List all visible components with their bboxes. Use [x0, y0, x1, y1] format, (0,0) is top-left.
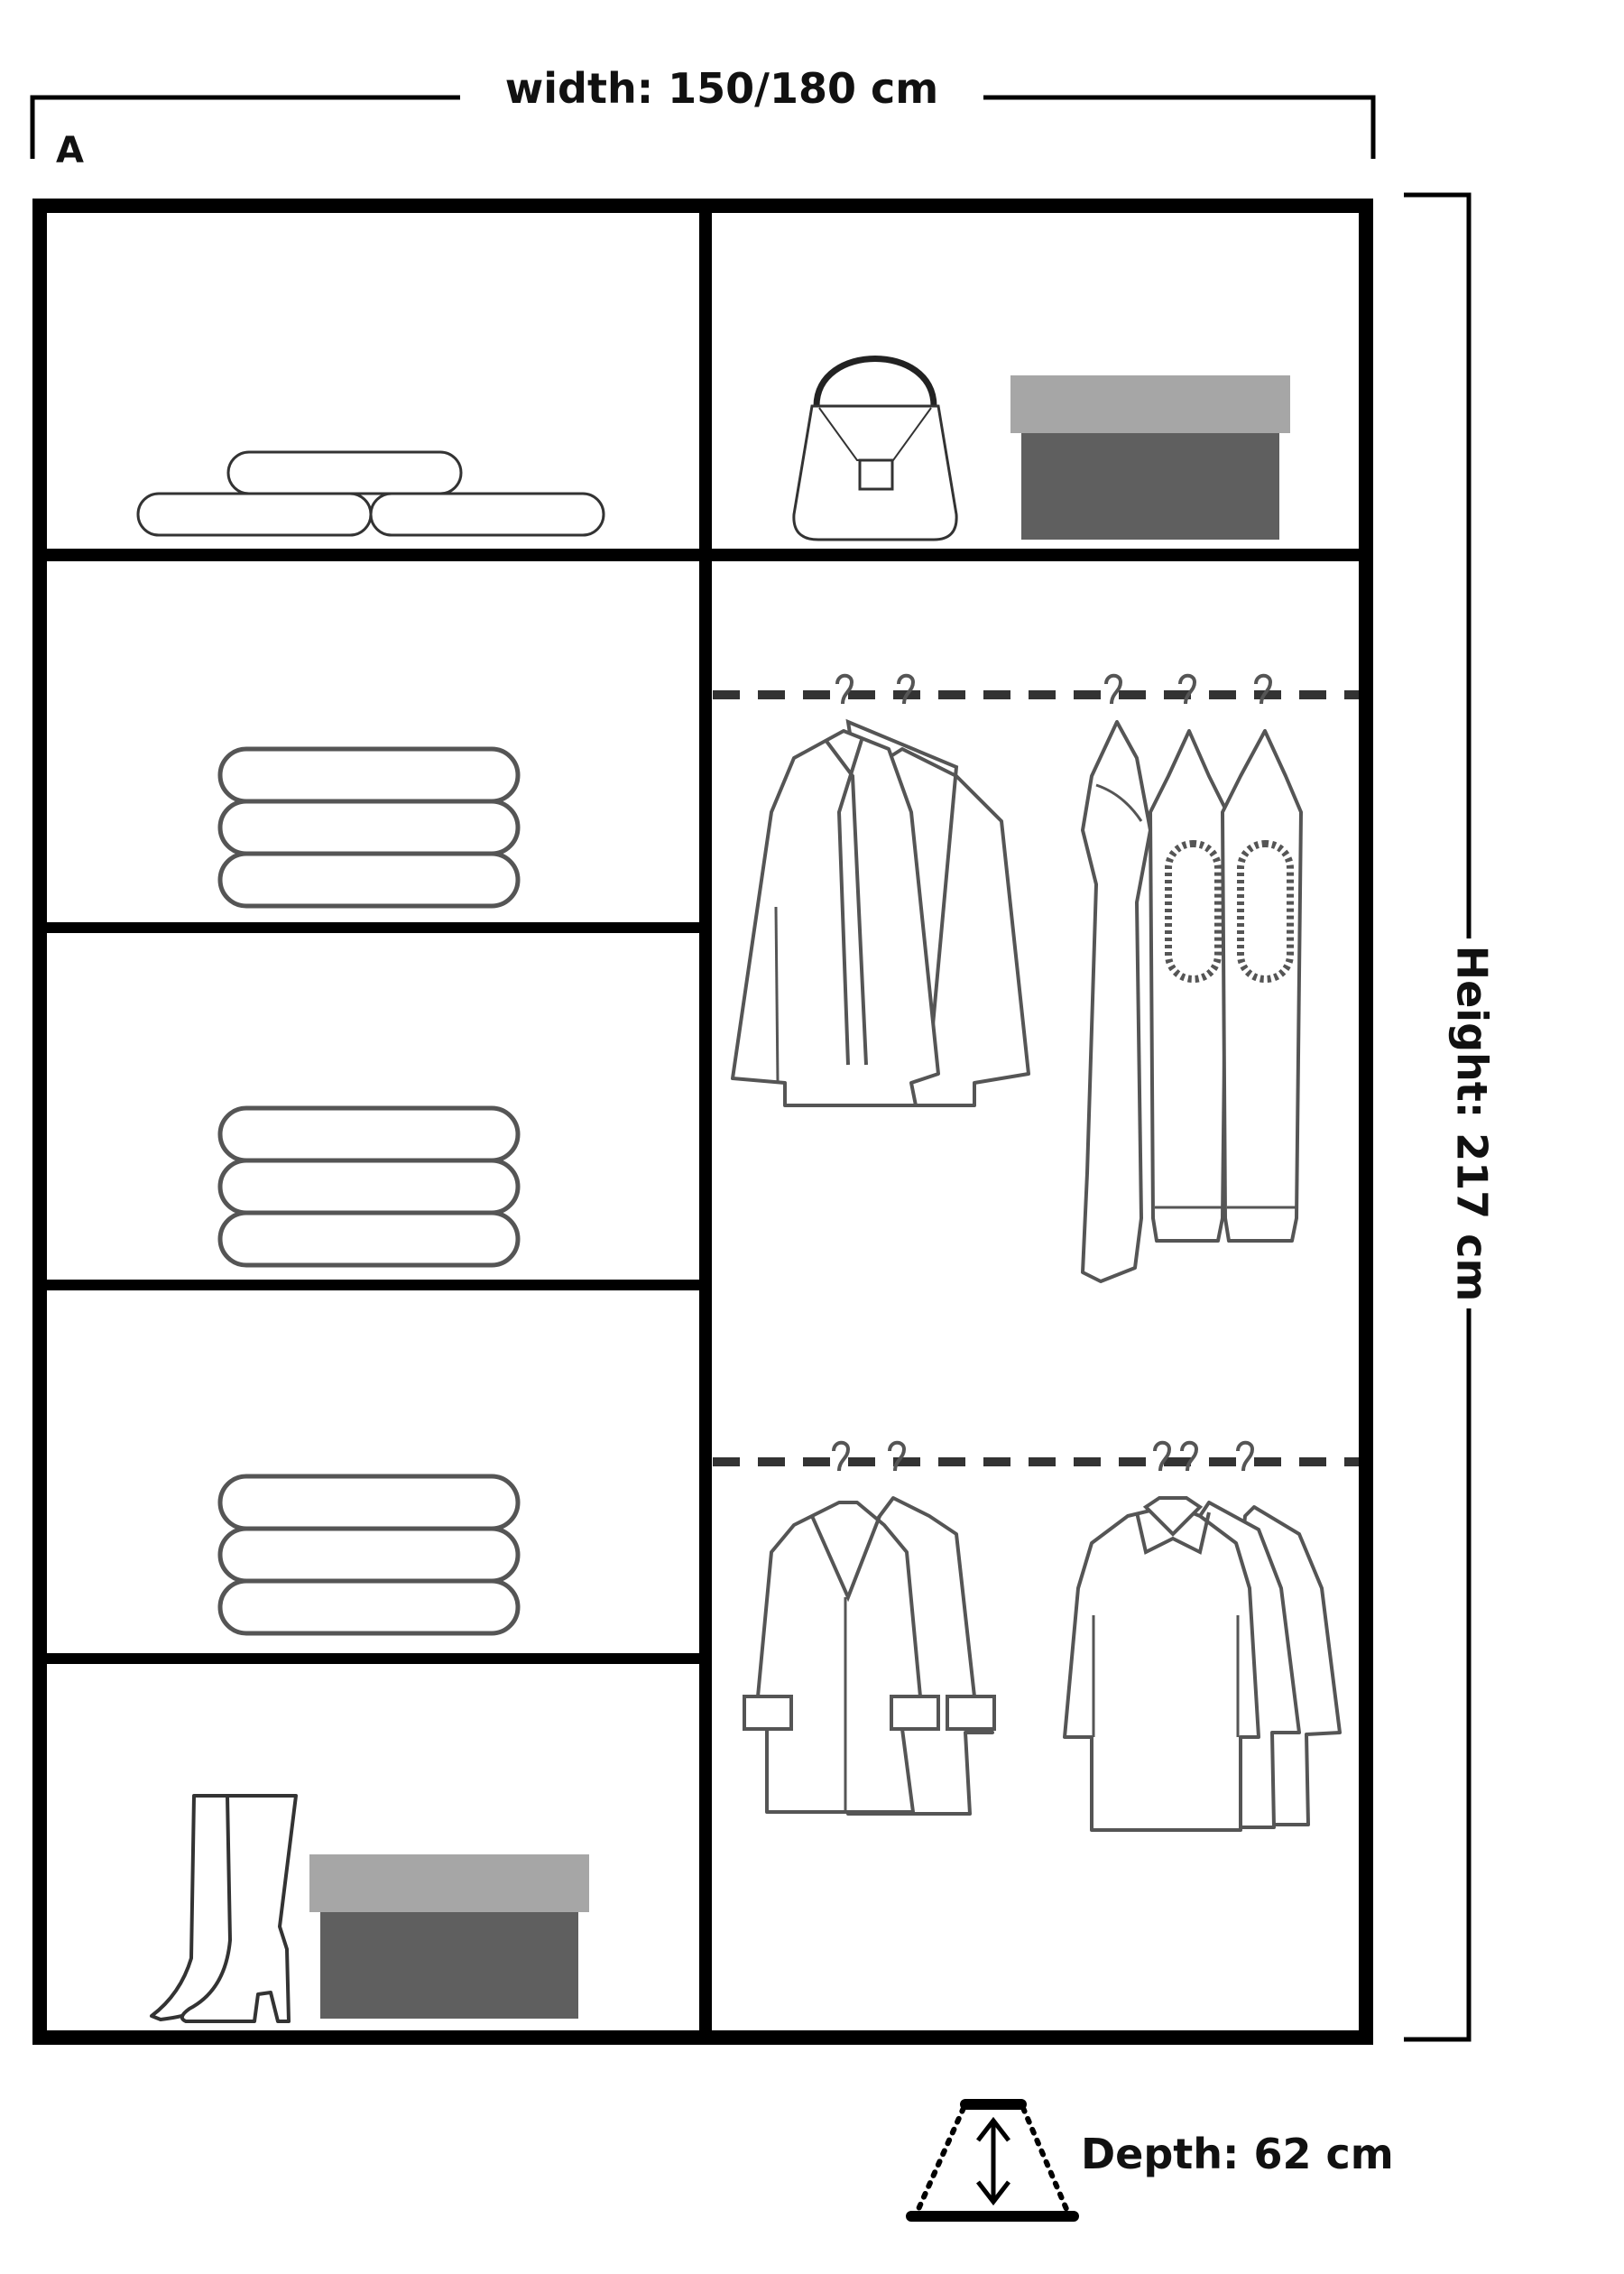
coat-on-hanger-icon — [743, 1440, 996, 1816]
rolled-towels-icon — [136, 450, 605, 537]
height-label: Height: 217 cm — [1448, 946, 1497, 1302]
jacket-on-hanger-icon — [731, 673, 1030, 1107]
boots-icon — [150, 1794, 298, 2023]
width-dimension: width: 150/180 cm — [30, 64, 1376, 159]
depth-label: Depth: 62 cm — [1081, 2130, 1394, 2178]
folded-clothes-stack-icon — [220, 749, 518, 906]
height-dimension: Height: 217 cm — [1404, 192, 1497, 2042]
width-label: width: 150/180 cm — [505, 64, 938, 113]
wardrobe-frame — [32, 199, 1373, 2045]
storage-box-icon — [1010, 375, 1290, 540]
variant-label: A — [56, 130, 84, 171]
dress-on-hanger-icon — [1081, 673, 1303, 1283]
handbag-icon — [792, 356, 958, 541]
shirt-on-hanger-icon — [1063, 1440, 1342, 1832]
storage-box-icon — [309, 1854, 589, 2019]
folded-clothes-stack-icon — [220, 1476, 518, 1633]
depth-arrow-icon — [906, 2099, 1079, 2222]
folded-clothes-stack-icon — [220, 1108, 518, 1265]
